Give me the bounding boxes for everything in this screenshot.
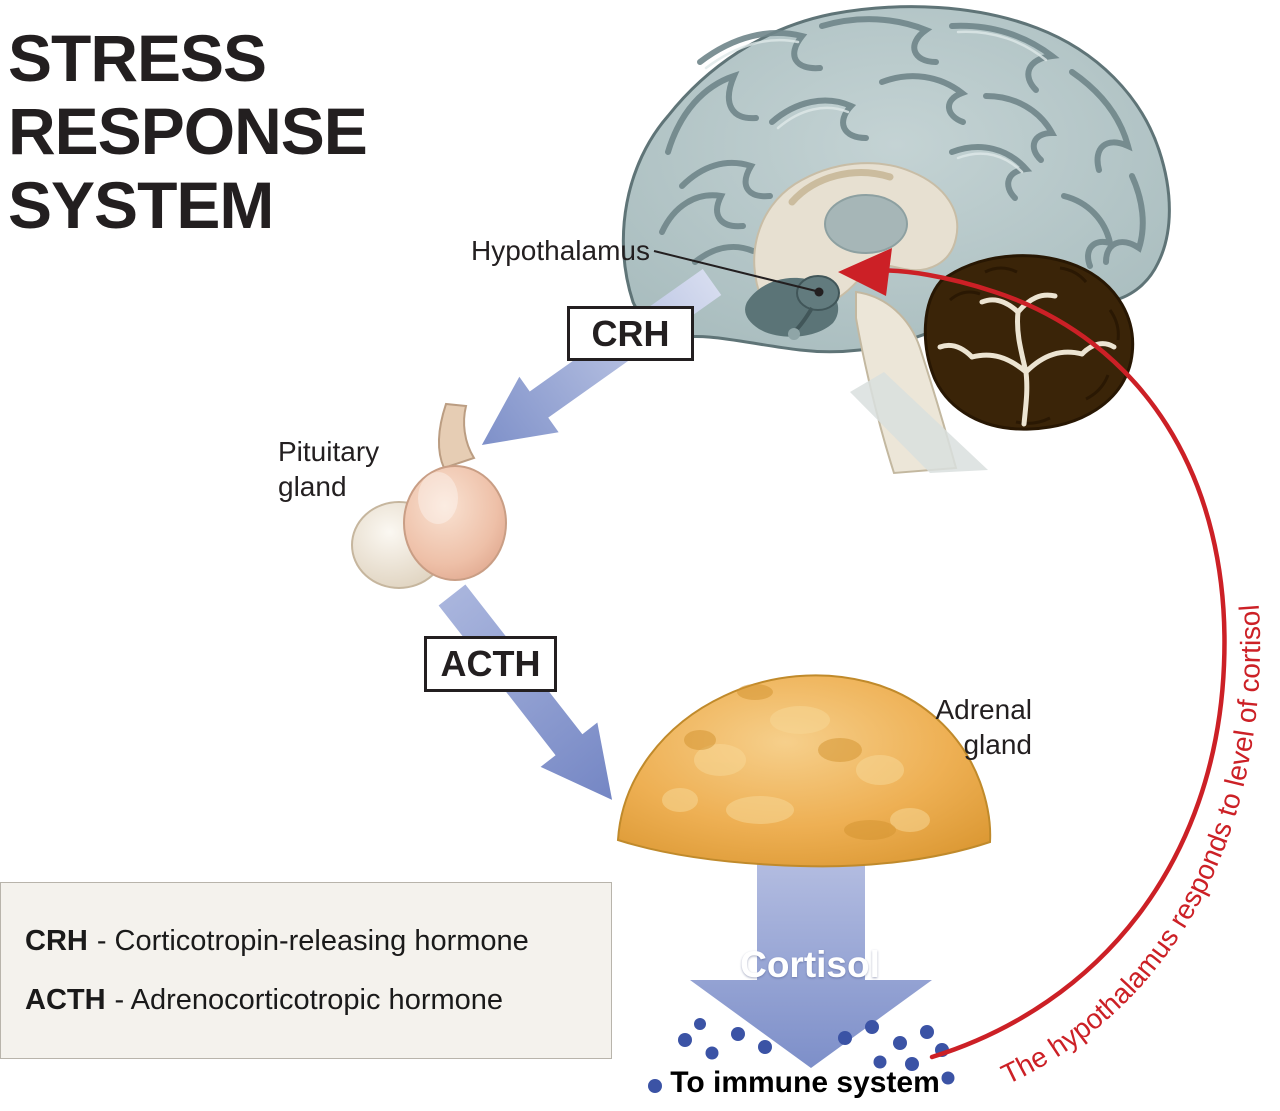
legend-abbr: CRH (25, 924, 88, 957)
pituitary-label: Pituitary gland (278, 436, 380, 502)
crh-box: CRH (567, 306, 694, 361)
cortisol-dots (648, 1018, 955, 1093)
legend-desc: - Adrenocorticotropic hormone (114, 983, 504, 1016)
arbor-vitae (937, 292, 1117, 427)
gyri-highlights (704, 30, 1048, 174)
adrenal-label: Adrenal gland (935, 694, 1032, 760)
acth-arrow (438, 584, 613, 800)
legend-item-acth: ACTH- Adrenocorticotropic hormone (25, 984, 611, 1017)
pituitary-gland-illustration (351, 402, 507, 589)
legend-abbr: ACTH (25, 983, 106, 1016)
title-line: STRESS (8, 21, 267, 95)
legend-desc: - Corticotropin-releasing hormone (96, 924, 529, 957)
cortisol-label: Cortisol (740, 944, 880, 985)
legend-item-crh: CRH- Corticotropin-releasing hormone (25, 925, 611, 958)
crh-label: CRH (591, 312, 670, 354)
hypothalamus-pointer (653, 250, 824, 297)
feedback-label: The hypothalamus responds to level of co… (996, 604, 1266, 1091)
corpus-callosum (788, 169, 894, 206)
cerebellum (923, 254, 1135, 431)
pituitary-knob-small (788, 328, 800, 340)
title-line: RESPONSE (8, 94, 368, 169)
hypothalamus-label: Hypothalamus (471, 235, 650, 266)
feedback-arrowhead (838, 248, 892, 296)
gyri-lines (659, 16, 1146, 269)
acth-box: ACTH (424, 636, 557, 692)
adrenal-gland-illustration (616, 674, 992, 868)
legend-box: CRH- Corticotropin-releasing hormone ACT… (0, 882, 612, 1059)
spinal-band (850, 372, 988, 473)
crh-arrow (481, 268, 722, 445)
svg-text:The hypothalamus responds to l: The hypothalamus responds to level of co… (996, 604, 1266, 1091)
cortisol-arrow (690, 850, 932, 1068)
title-line: SYSTEM (8, 167, 274, 242)
acth-label: ACTH (440, 643, 541, 684)
thalamus (824, 194, 908, 254)
page-title: STRESS RESPONSE SYSTEM (8, 21, 368, 242)
brain-illustration (621, 5, 1171, 475)
immune-system-label: To immune system (670, 1066, 940, 1099)
